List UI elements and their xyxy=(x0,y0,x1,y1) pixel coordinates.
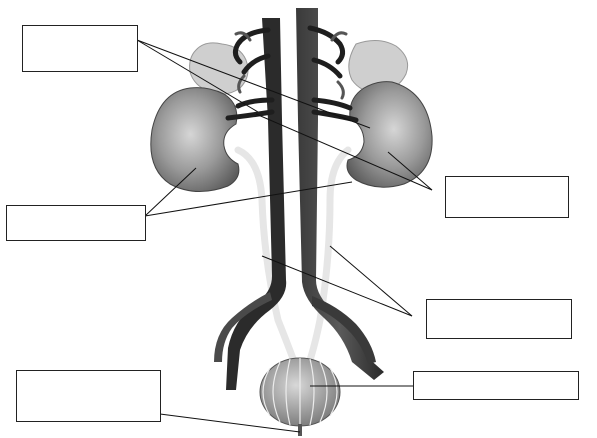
label-box-adrenal[interactable] xyxy=(22,25,138,72)
label-box-urethra[interactable] xyxy=(16,370,161,422)
label-box-ureter[interactable] xyxy=(426,299,572,339)
left-kidney xyxy=(151,88,239,192)
urethra xyxy=(298,424,302,436)
label-box-kidney[interactable] xyxy=(6,205,146,241)
label-box-renal-vessels[interactable] xyxy=(445,176,569,218)
label-box-bladder[interactable] xyxy=(413,371,579,400)
left-ureter xyxy=(238,150,298,372)
